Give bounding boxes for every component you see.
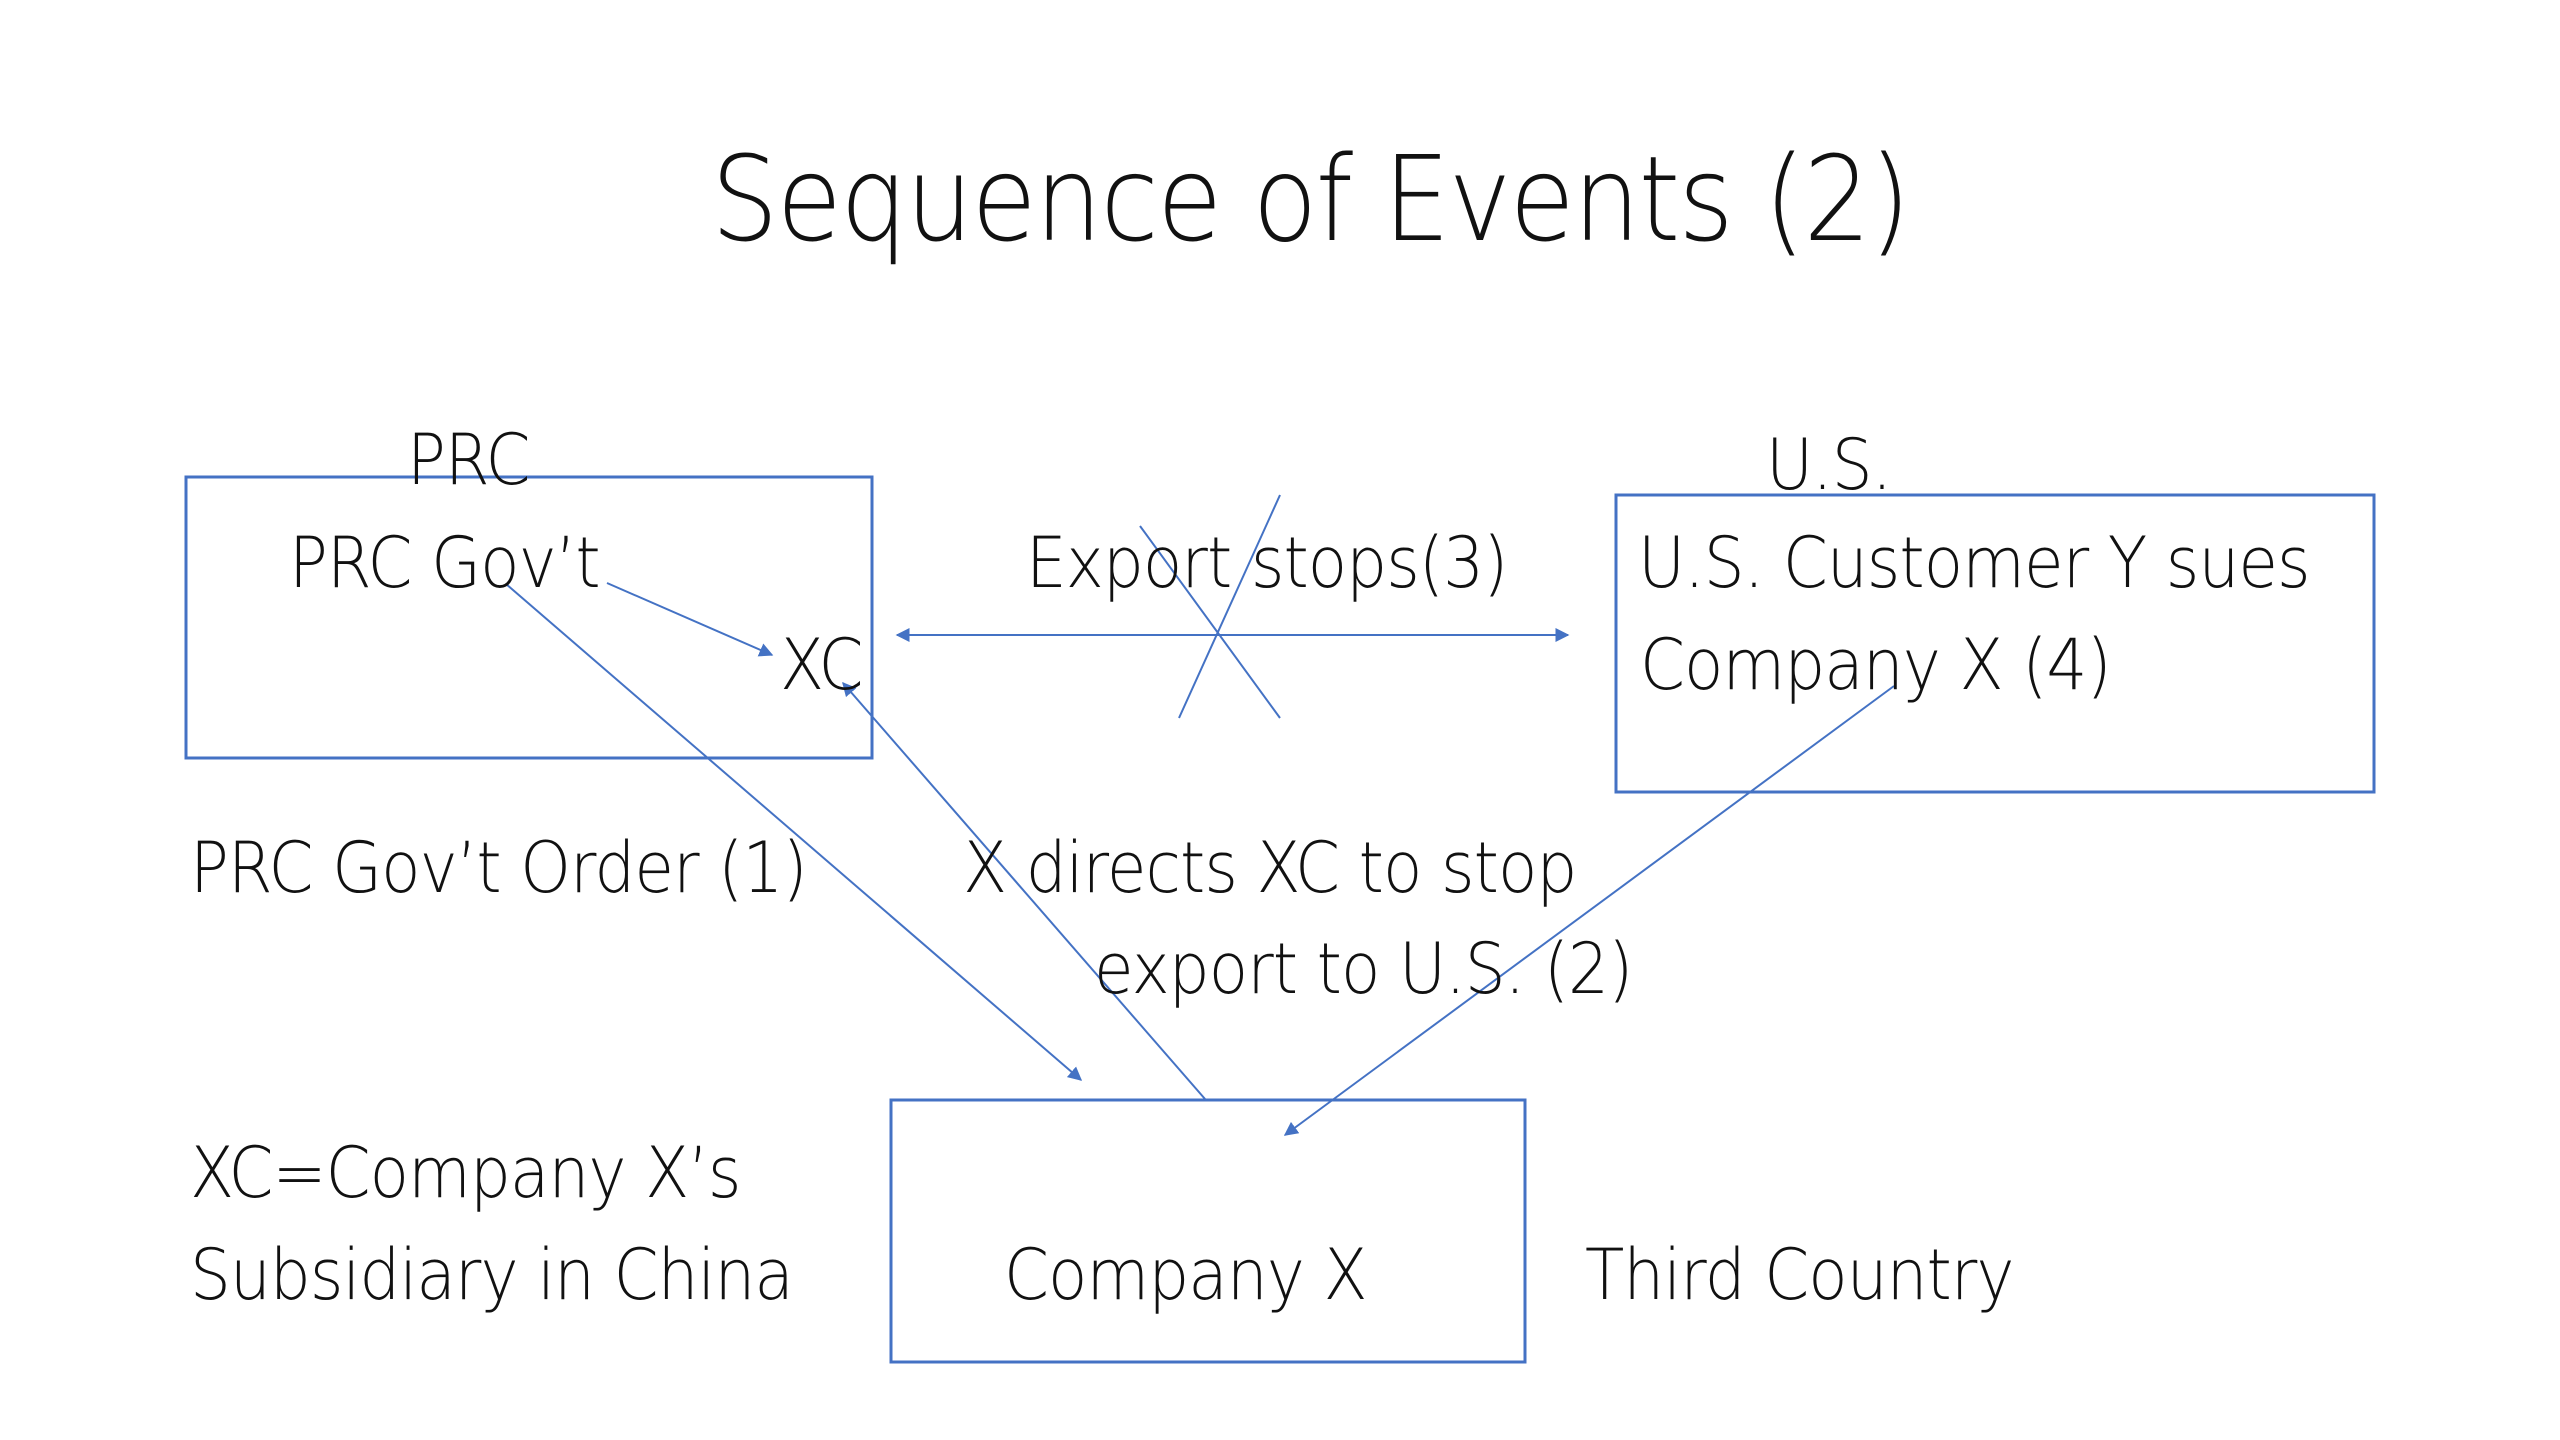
third-country-label: Third Country (1585, 1234, 2015, 1316)
gov-order-arrow (505, 583, 1083, 1081)
prc-region-box (184, 475, 874, 760)
cross-out-line-1 (1139, 525, 1281, 719)
xc-node: XC (780, 624, 863, 706)
company-x-node: Company X (1004, 1234, 1368, 1316)
prc-gov-node: PRC Gov’t (289, 522, 601, 604)
legend-line1: XC=Company X’s (190, 1132, 741, 1214)
prc-region-label: PRC (407, 419, 531, 501)
legend-line2: Subsidiary in China (190, 1234, 794, 1316)
export-stops-label: Export stops(3) (1026, 522, 1508, 604)
x-directs-label-line2: export to U.S. (2) (1094, 928, 1633, 1010)
us-customer-text-line1: U.S. Customer Y sues (1638, 522, 2311, 604)
gov-to-xc-arrow (606, 582, 774, 657)
company-x-box (889, 1098, 1527, 1364)
slide-title: Sequence of Events (2) (711, 130, 1911, 268)
us-region-box (1614, 493, 2376, 794)
lawsuit-arrow (1283, 685, 1895, 1136)
us-region-label: U.S. (1766, 424, 1892, 506)
gov-order-label: PRC Gov’t Order (1) (190, 827, 808, 909)
x-directs-label-line1: X directs XC to stop (963, 827, 1577, 909)
us-customer-text-line2: Company X (4) (1640, 624, 2112, 706)
cross-out-line-2 (1178, 494, 1281, 719)
x-directs-xc-arrow (842, 681, 1206, 1100)
